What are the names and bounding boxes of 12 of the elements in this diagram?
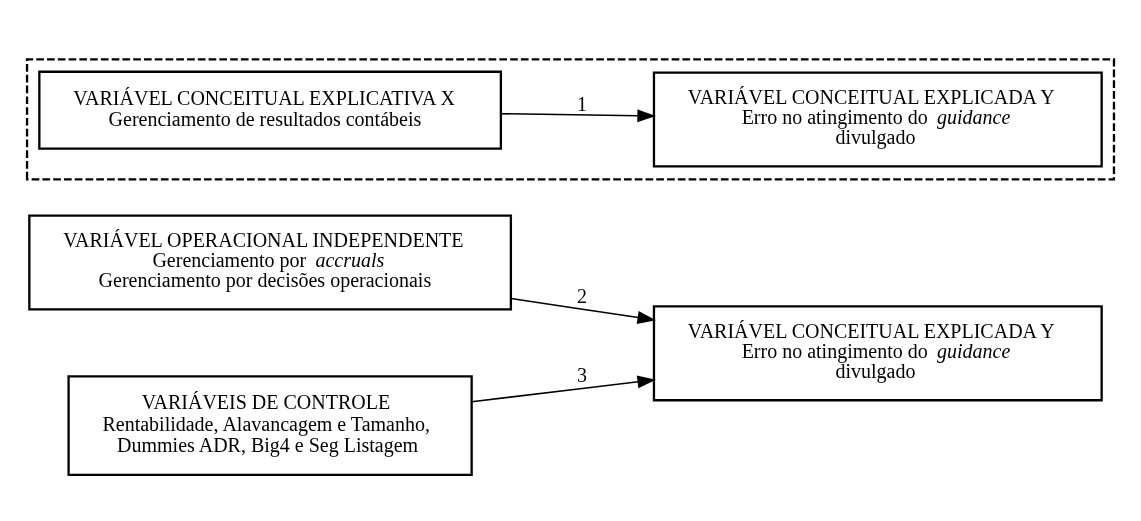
arrow	[500, 108, 656, 122]
edge-label: 3	[577, 363, 588, 386]
node-box: VARIÁVEL CONCEITUAL EXPLICATIVA X Gerenciamento de resultados contábeis	[38, 70, 503, 150]
arrow	[510, 297, 656, 324]
cluster	[25, 57, 1116, 181]
edge-label: 1	[577, 92, 588, 115]
node-box: VARIÁVEL OPERACIONAL INDEPENDENTE Gerenciamento por accruals Gerenciamento por decisões operacionais	[28, 213, 513, 311]
edge-label: 2	[577, 284, 588, 307]
node-box: VARIÁVEL CONCEITUAL EXPLICADA Y Erro no atingimento do guidance divulgado	[652, 304, 1103, 401]
node-box: VARIÁVEIS DE CONTROLE Rentabilidade, Alavancagem e Tamanho, Dummies ADR, Big4 e Seg Listagem	[67, 374, 473, 476]
arrow	[470, 374, 656, 402]
node-box: VARIÁVEL CONCEITUAL EXPLICADA Y Erro no atingimento do guidance divulgado	[652, 70, 1103, 168]
